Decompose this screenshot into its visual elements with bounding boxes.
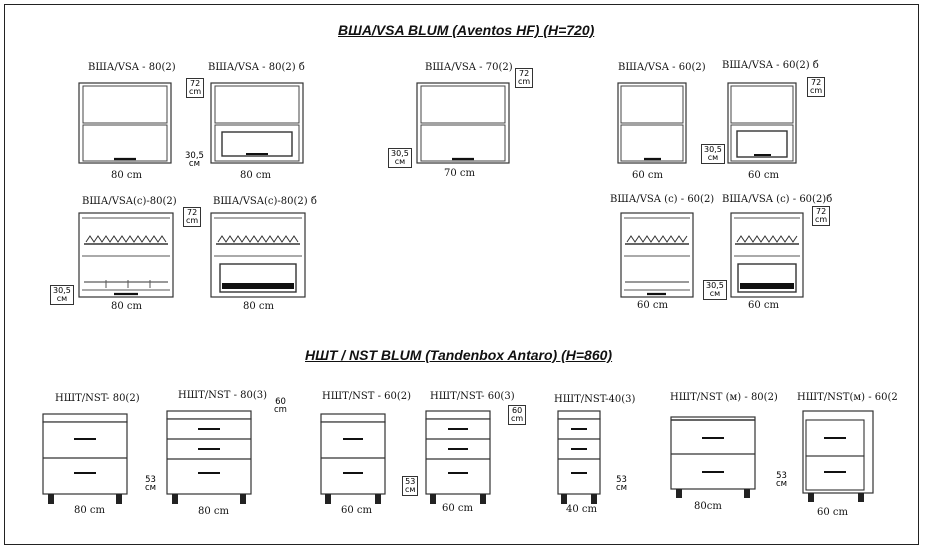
- height-unit: cm: [189, 87, 202, 96]
- cabinet-label: НШТ/NST(м) - 60(2: [797, 392, 898, 403]
- cabinet-width: 60 cm: [748, 300, 779, 311]
- height-unit: cm: [815, 215, 828, 224]
- cabinet-label: ВША/VSA(c)-80(2) б: [213, 196, 317, 207]
- height-unit: cm: [186, 216, 199, 225]
- cabinet-width: 70 cm: [444, 168, 475, 179]
- depth-value: 30,5: [704, 145, 722, 154]
- depth-value: 30,5: [706, 281, 724, 290]
- cabinet-label: ВША/VSA - 70(2): [425, 62, 513, 73]
- height-unit: cm: [511, 414, 524, 423]
- depth-unit: см: [394, 157, 406, 166]
- cabinet-width: 80 cm: [240, 170, 271, 181]
- wall-cabinet-rack-drawing: [620, 212, 694, 298]
- cabinet-width: 80 cm: [74, 505, 105, 516]
- cabinet-width: 80 cm: [198, 506, 229, 517]
- cabinet-width: 80 cm: [111, 301, 142, 312]
- wall-section-title: ВША/VSA BLUM (Aventos HF) (H=720): [338, 22, 595, 38]
- height-value: 60: [512, 406, 523, 415]
- height-value: 60: [275, 397, 286, 407]
- height-unit: см: [145, 483, 157, 493]
- wall-cabinet-rack-glass-drawing: [210, 212, 306, 298]
- base-section-title: НШТ / NST BLUM (Tandenbox Antaro) (H=860…: [305, 347, 613, 363]
- height-value: 72: [519, 69, 530, 78]
- cabinet-width: 60 cm: [442, 503, 473, 514]
- height-unit: см: [405, 485, 416, 494]
- depth-value: 30,5: [53, 286, 71, 295]
- wall-cabinet-glass-drawing: [727, 82, 797, 164]
- depth-unit: см: [709, 289, 721, 298]
- depth-unit: см: [56, 294, 68, 303]
- cabinet-width: 80cm: [694, 501, 722, 512]
- cabinet-label: ВША/VSA - 60(2) б: [722, 60, 819, 71]
- cabinet-width: 60 cm: [817, 507, 848, 518]
- base-cabinet-2-drawers-drawing: [42, 413, 128, 504]
- base-cabinet-narrow-3-drawers-drawing: [557, 410, 601, 504]
- wall-cabinet-drawing: [617, 82, 687, 164]
- height-unit: cm: [810, 86, 823, 95]
- cabinet-label: НШТ/NST- 80(2): [55, 393, 140, 404]
- wall-cabinet-rack-glass-drawing: [730, 212, 804, 298]
- base-cabinet-2-drawers-drawing: [802, 410, 874, 502]
- height-unit: cm: [274, 405, 287, 415]
- diagram-frame: [4, 4, 919, 545]
- cabinet-width: 80 cm: [243, 301, 274, 312]
- height-unit: cm: [518, 77, 531, 86]
- cabinet-label: НШТ/NST (м) - 80(2): [670, 392, 778, 403]
- cabinet-width: 60 cm: [637, 300, 668, 311]
- base-cabinet-2-drawers-drawing: [320, 413, 386, 504]
- wall-cabinet-rack-drawing: [78, 212, 174, 298]
- height-unit: см: [616, 483, 628, 493]
- height-value: 72: [816, 207, 827, 216]
- height-value: 72: [187, 208, 198, 217]
- base-cabinet-3-drawers-drawing: [166, 410, 252, 504]
- height-value: 72: [811, 78, 822, 87]
- depth-value: 30,5: [391, 149, 409, 158]
- height-unit: см: [776, 479, 788, 489]
- height-value: 72: [190, 79, 201, 88]
- cabinet-label: ВША/VSA (c) - 60(2): [610, 194, 715, 205]
- cabinet-width: 80 cm: [111, 170, 142, 181]
- cabinet-label: НШТ/NST - 60(2): [322, 391, 412, 402]
- cabinet-label: ВША/VSA - 80(2) б: [208, 62, 305, 73]
- cabinet-label: НШТ/NST - 80(3): [178, 390, 268, 401]
- wall-cabinet-drawing: [416, 82, 510, 164]
- base-cabinet-3-drawers-drawing: [425, 410, 491, 504]
- cabinet-width: 40 cm: [566, 504, 597, 515]
- depth-unit: см: [188, 159, 201, 169]
- cabinet-label: ВША/VSA - 80(2): [88, 62, 176, 73]
- wall-cabinet-glass-drawing: [210, 82, 304, 164]
- cabinet-label: ВША/VSA(c)-80(2): [82, 196, 177, 207]
- depth-value: 30,5: [185, 151, 204, 161]
- height-value: 53: [616, 475, 627, 485]
- height-value: 53: [776, 471, 787, 481]
- height-value: 53: [405, 477, 416, 486]
- cabinet-width: 60 cm: [748, 170, 779, 181]
- cabinet-label: НШТ/NST- 60(3): [430, 391, 515, 402]
- height-value: 53: [145, 475, 156, 485]
- depth-unit: см: [707, 153, 719, 162]
- cabinet-label: ВША/VSA (c) - 60(2)б: [722, 194, 833, 205]
- cabinet-width: 60 cm: [632, 170, 663, 181]
- cabinet-label: НШТ/NST-40(3): [554, 394, 636, 405]
- base-cabinet-2-drawers-drawing: [670, 416, 756, 498]
- wall-cabinet-drawing: [78, 82, 172, 164]
- cabinet-label: ВША/VSA - 60(2): [618, 62, 706, 73]
- cabinet-width: 60 cm: [341, 505, 372, 516]
